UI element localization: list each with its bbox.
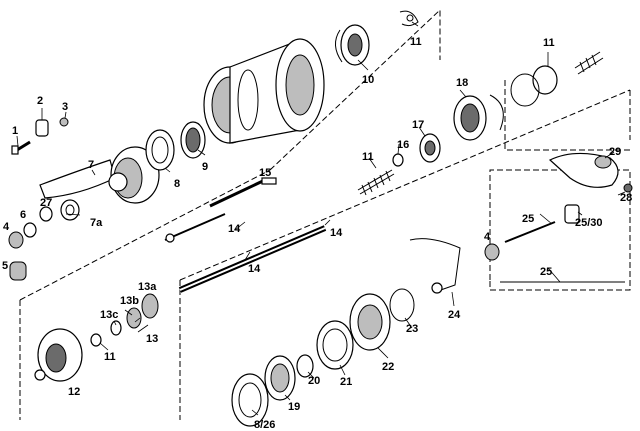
callout-25-a: 25: [522, 213, 534, 225]
callout-20: 20: [308, 375, 320, 387]
callout-2: 2: [37, 95, 43, 107]
callout-14-b: 14: [330, 227, 343, 239]
callout-11-right: 11: [543, 37, 555, 49]
callout-15: 15: [259, 167, 271, 179]
callout-8-26: 8/26: [254, 419, 275, 431]
part-18-clutch: [453, 94, 504, 141]
part-4-nut-right: [484, 243, 500, 261]
part-23-snap-ring: [389, 288, 415, 322]
callout-29: 29: [609, 146, 621, 158]
hub-shell: [203, 38, 325, 144]
part-29-shifter: [548, 152, 619, 188]
callout-7: 7: [88, 159, 94, 171]
part-13c-pinion: [110, 320, 122, 336]
part-13a-pinion: [141, 293, 159, 319]
callout-28: 28: [620, 192, 632, 204]
callout-13b: 13b: [120, 295, 139, 307]
part-10-cover: [335, 24, 370, 66]
part-1-bolt: [11, 140, 31, 155]
callout-14-c: 14: [248, 263, 261, 275]
part-14-axle: [178, 225, 327, 293]
callout-4-right: 4: [484, 231, 491, 243]
callout-18: 18: [456, 77, 468, 89]
part-3-nut: [59, 117, 69, 127]
assembly-guide-lines: [19, 8, 631, 420]
callout-13a: 13a: [138, 281, 157, 293]
part-7-brake-arm: [39, 146, 160, 204]
part-13b-pinion: [126, 307, 142, 329]
callout-12: 12: [68, 386, 80, 398]
callout-19: 19: [288, 401, 300, 413]
part-17-driver: [419, 133, 441, 163]
callout-13: 13: [146, 333, 158, 345]
part-24-bracket: [409, 238, 461, 294]
callout-5: 5: [2, 260, 8, 272]
part-20-cone: [296, 354, 314, 378]
part-16-ring: [392, 153, 404, 167]
part-5-cap: [9, 261, 27, 281]
part-22-sprocket: [349, 293, 391, 351]
callout-4: 4: [3, 221, 10, 233]
callout-23: 23: [406, 323, 418, 335]
part-4-nut: [8, 231, 24, 249]
callout-21: 21: [340, 376, 352, 388]
callout-27: 27: [40, 197, 52, 209]
part-11-clip-top: [399, 10, 419, 27]
part-27-washer: [39, 206, 53, 222]
part-25-30-fitting: [564, 204, 580, 224]
part-21-dust-cap: [316, 320, 354, 370]
callout-14-a: 14: [228, 223, 241, 235]
part-11-spring-mid: [357, 169, 395, 196]
leader-lines: [16, 21, 626, 416]
part-11-washer-left: [90, 333, 102, 347]
part-9-ring: [180, 121, 206, 159]
callout-22: 22: [382, 361, 394, 373]
callout-8: 8: [174, 178, 180, 190]
part-2-clamp: [35, 119, 49, 137]
callout-6: 6: [20, 209, 26, 221]
callout-16: 16: [397, 139, 409, 151]
callout-9: 9: [202, 161, 208, 173]
part-14-pushrod: [164, 213, 226, 243]
callout-25-30: 25/30: [575, 217, 603, 229]
callout-25-b: 25: [540, 266, 552, 278]
part-6-washer: [23, 222, 37, 238]
part-28-screw: [623, 183, 633, 193]
callout-1: 1: [12, 125, 18, 137]
callout-7a: 7a: [90, 217, 103, 229]
callout-17: 17: [412, 119, 424, 131]
part-7a-washer: [60, 199, 80, 221]
part-8-26-ring: [231, 373, 269, 427]
part-25-pushrod: [504, 221, 556, 243]
part-15-key: [261, 177, 277, 185]
callouts: 1 2 3 7 8 9 10 11 11 18 17 16 11 15 29 2…: [2, 36, 632, 431]
callout-13c: 13c: [100, 309, 118, 321]
part-14-rod: [209, 178, 266, 208]
callout-24: 24: [448, 309, 461, 321]
callout-10: 10: [362, 74, 374, 86]
part-11-spring-top-right: [510, 51, 604, 107]
callout-11-left: 11: [104, 351, 116, 363]
part-12-hub-end: [34, 328, 83, 382]
callout-11-top: 11: [410, 36, 422, 48]
part-8-ring: [145, 129, 175, 171]
part-19-bearing: [264, 355, 296, 401]
callout-3: 3: [62, 101, 68, 113]
callout-11-mid: 11: [362, 151, 374, 163]
